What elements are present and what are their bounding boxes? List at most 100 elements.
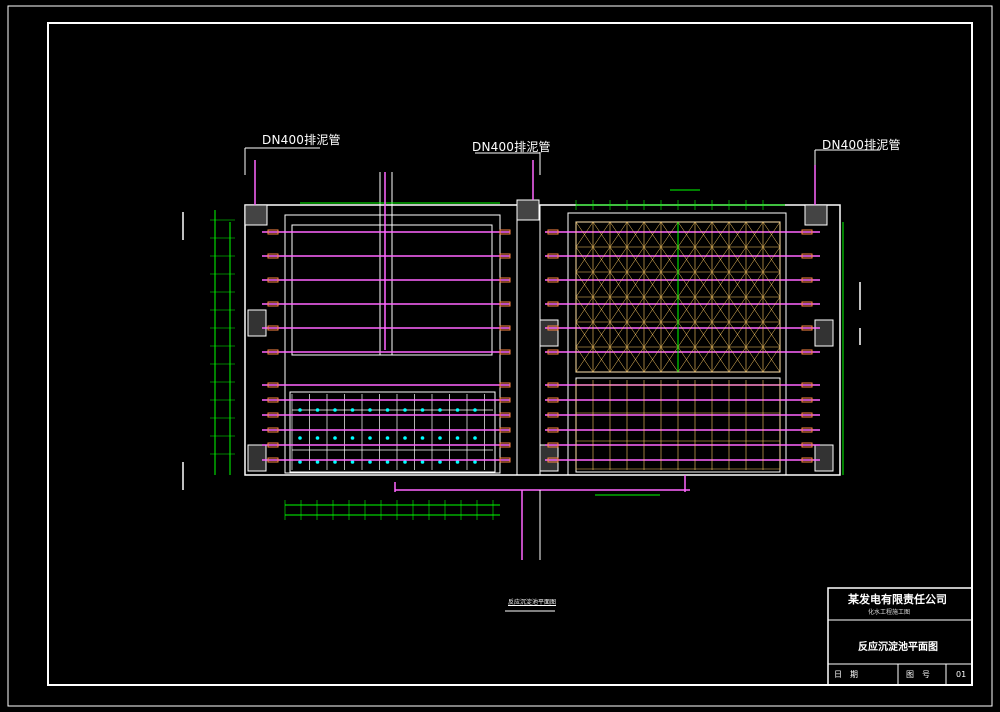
- grid-node: [333, 436, 337, 440]
- grid-node: [403, 460, 407, 464]
- outer-sheet-border: [7, 5, 993, 707]
- pipe-valve: [801, 397, 813, 403]
- grid-node: [473, 436, 477, 440]
- truss-diagonal: [745, 246, 764, 273]
- pipe-valve: [547, 427, 559, 433]
- truss-diagonal: [609, 321, 628, 348]
- truss-diagonal: [677, 271, 696, 298]
- pipe-valve: [547, 382, 559, 388]
- pipe-valve: [547, 349, 559, 355]
- pipe-valve: [801, 229, 813, 235]
- grid-node: [473, 408, 477, 412]
- truss-diagonal: [711, 221, 730, 248]
- pipe-valve: [547, 229, 559, 235]
- pipe-valve: [547, 397, 559, 403]
- truss-diagonal: [728, 221, 747, 248]
- title-block-lines: [827, 587, 973, 686]
- truss-diagonal: [609, 246, 628, 273]
- grid-node: [455, 460, 460, 464]
- pipe-valve: [499, 457, 511, 463]
- truss-diagonal: [745, 296, 764, 323]
- pipe-valve: [267, 301, 279, 307]
- wall-pier: [814, 319, 834, 347]
- pipe-valve: [801, 457, 813, 463]
- grid-node: [438, 436, 442, 440]
- inclined-tube-truss: [575, 221, 781, 470]
- truss-diagonal: [677, 346, 696, 373]
- drawing-caption: 反应沉淀池平面图: [508, 599, 557, 606]
- grid-node: [298, 408, 302, 412]
- pipe-valve: [801, 349, 813, 355]
- title-block-drawing-no: 01: [956, 670, 967, 679]
- grid-node: [420, 408, 425, 412]
- pipe-valve: [547, 253, 559, 259]
- truss-diagonal: [626, 246, 645, 273]
- grid-node: [315, 408, 320, 412]
- grid-node: [385, 408, 390, 412]
- pipe-label-left: DN400排泥管: [262, 133, 341, 147]
- grid-node: [298, 460, 302, 464]
- pipe-valve: [499, 382, 511, 388]
- pipe-valve: [267, 457, 279, 463]
- wall-pier: [804, 204, 828, 226]
- pipe-valve: [267, 349, 279, 355]
- grid-node: [368, 436, 372, 440]
- truss-diagonal: [609, 221, 628, 248]
- wall-pier: [516, 199, 540, 221]
- pipe-valve: [547, 301, 559, 307]
- truss-diagonal: [694, 321, 713, 348]
- grid-node: [438, 408, 442, 412]
- grid-node: [403, 436, 407, 440]
- grid-node: [350, 436, 355, 440]
- truss-diagonal: [660, 246, 679, 273]
- wall-pier: [247, 444, 267, 472]
- pipe-label-center: DN400排泥管: [472, 140, 551, 154]
- truss-diagonal: [711, 321, 730, 348]
- inner-drawing-border: [47, 22, 973, 686]
- pipe-valve: [499, 229, 511, 235]
- truss-diagonal: [660, 271, 679, 298]
- pipe-valve: [267, 229, 279, 235]
- pipe-valve: [267, 442, 279, 448]
- grid-node: [368, 460, 372, 464]
- grid-node: [403, 408, 407, 412]
- pipe-valve: [547, 277, 559, 283]
- grid-node: [333, 460, 337, 464]
- pipe-valve: [267, 382, 279, 388]
- truss-diagonal: [592, 246, 611, 273]
- truss-diagonal: [677, 221, 696, 248]
- truss-diagonal: [728, 296, 747, 323]
- truss-diagonal: [575, 221, 594, 248]
- truss-diagonal: [575, 321, 594, 348]
- pipe-valve: [499, 277, 511, 283]
- truss-diagonal: [677, 246, 696, 273]
- truss-diagonal: [592, 221, 611, 248]
- truss-diagonal: [609, 271, 628, 298]
- grid-node: [455, 436, 460, 440]
- truss-diagonal: [711, 271, 730, 298]
- pipe-valve: [801, 301, 813, 307]
- pipe-valve: [499, 397, 511, 403]
- truss-diagonal: [745, 221, 764, 248]
- truss-diagonal: [660, 321, 679, 348]
- wall-pier: [814, 444, 834, 472]
- truss-diagonal: [745, 271, 764, 298]
- grid-node: [420, 436, 425, 440]
- truss-diagonal: [592, 271, 611, 298]
- pipe-valve: [499, 442, 511, 448]
- truss-diagonal: [728, 246, 747, 273]
- truss-diagonal: [626, 271, 645, 298]
- pipe-valve: [801, 382, 813, 388]
- pipe-valve: [499, 253, 511, 259]
- truss-diagonal: [575, 296, 594, 323]
- truss-diagonal: [762, 321, 781, 348]
- title-block-subtitle: 化水工程施工图: [868, 609, 911, 616]
- pipe-valve: [801, 412, 813, 418]
- grid-node: [333, 408, 337, 412]
- truss-diagonal: [643, 296, 662, 323]
- truss-diagonal: [592, 346, 611, 373]
- truss-diagonal: [762, 246, 781, 273]
- pipe-valve: [499, 325, 511, 331]
- pipe-valve: [547, 457, 559, 463]
